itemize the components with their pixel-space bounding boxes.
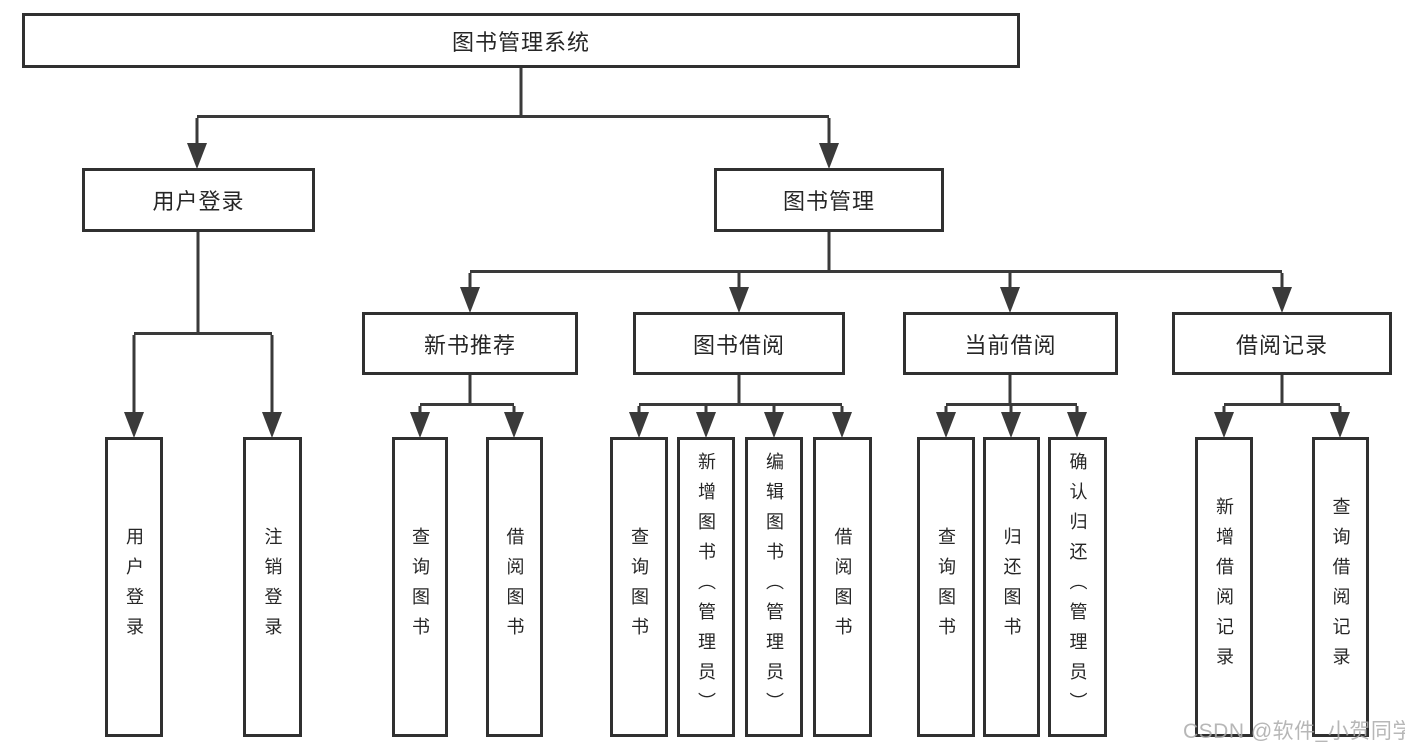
leaf-query-books-2: 查询图书 [610, 437, 668, 737]
leaf-borrow-books-2: 借阅图书 [813, 437, 872, 737]
leaf-add-borrow-record: 新增借阅记录 [1195, 437, 1253, 737]
leaf-return-books: 归还图书 [983, 437, 1040, 737]
node-user-login-branch: 用户登录 [82, 168, 315, 232]
node-label: 查询图书 [629, 527, 649, 647]
node-label: 用户登录 [124, 527, 144, 647]
node-label: 编辑图书（管理员） [764, 452, 784, 722]
node-new-book-recommendation: 新书推荐 [362, 312, 578, 375]
node-book-management-branch: 图书管理 [714, 168, 944, 232]
node-label: 新书推荐 [423, 332, 516, 358]
csdn-watermark: CSDN @软件_小贺同学 [1183, 720, 1405, 743]
leaf-query-borrow-record: 查询借阅记录 [1312, 437, 1369, 737]
node-label: 用户登录 [152, 189, 245, 214]
leaf-logout: 注销登录 [243, 437, 302, 737]
node-label: 新增借阅记录 [1214, 497, 1234, 677]
node-current-borrowing: 当前借阅 [903, 312, 1118, 375]
node-label: 查询借阅记录 [1330, 497, 1351, 677]
leaf-add-books-admin: 新增图书（管理员） [677, 437, 735, 737]
node-label: 借阅记录 [1235, 332, 1328, 358]
node-label: 注销登录 [262, 527, 283, 647]
leaf-query-books-1: 查询图书 [392, 437, 448, 737]
node-root-library-system: 图书管理系统 [22, 13, 1020, 68]
node-label: 图书借阅 [692, 332, 785, 358]
node-label: 图书管理系统 [451, 29, 590, 55]
leaf-user-login: 用户登录 [105, 437, 163, 737]
node-label: 新增图书（管理员） [696, 452, 716, 722]
leaf-borrow-books-1: 借阅图书 [486, 437, 543, 737]
node-label: 当前借阅 [964, 332, 1057, 358]
node-label: 图书管理 [782, 189, 875, 214]
leaf-query-books-3: 查询图书 [917, 437, 975, 737]
node-label: 确认归还（管理员） [1067, 452, 1088, 722]
node-label: 归还图书 [1001, 527, 1022, 647]
node-label: 借阅图书 [832, 527, 853, 647]
node-label: 查询图书 [936, 527, 956, 647]
node-borrowing-records: 借阅记录 [1172, 312, 1392, 375]
leaf-confirm-return-admin: 确认归还（管理员） [1048, 437, 1107, 737]
node-label: 查询图书 [410, 527, 430, 647]
leaf-edit-books-admin: 编辑图书（管理员） [745, 437, 803, 737]
node-label: 借阅图书 [504, 527, 525, 647]
node-book-borrowing: 图书借阅 [633, 312, 845, 375]
